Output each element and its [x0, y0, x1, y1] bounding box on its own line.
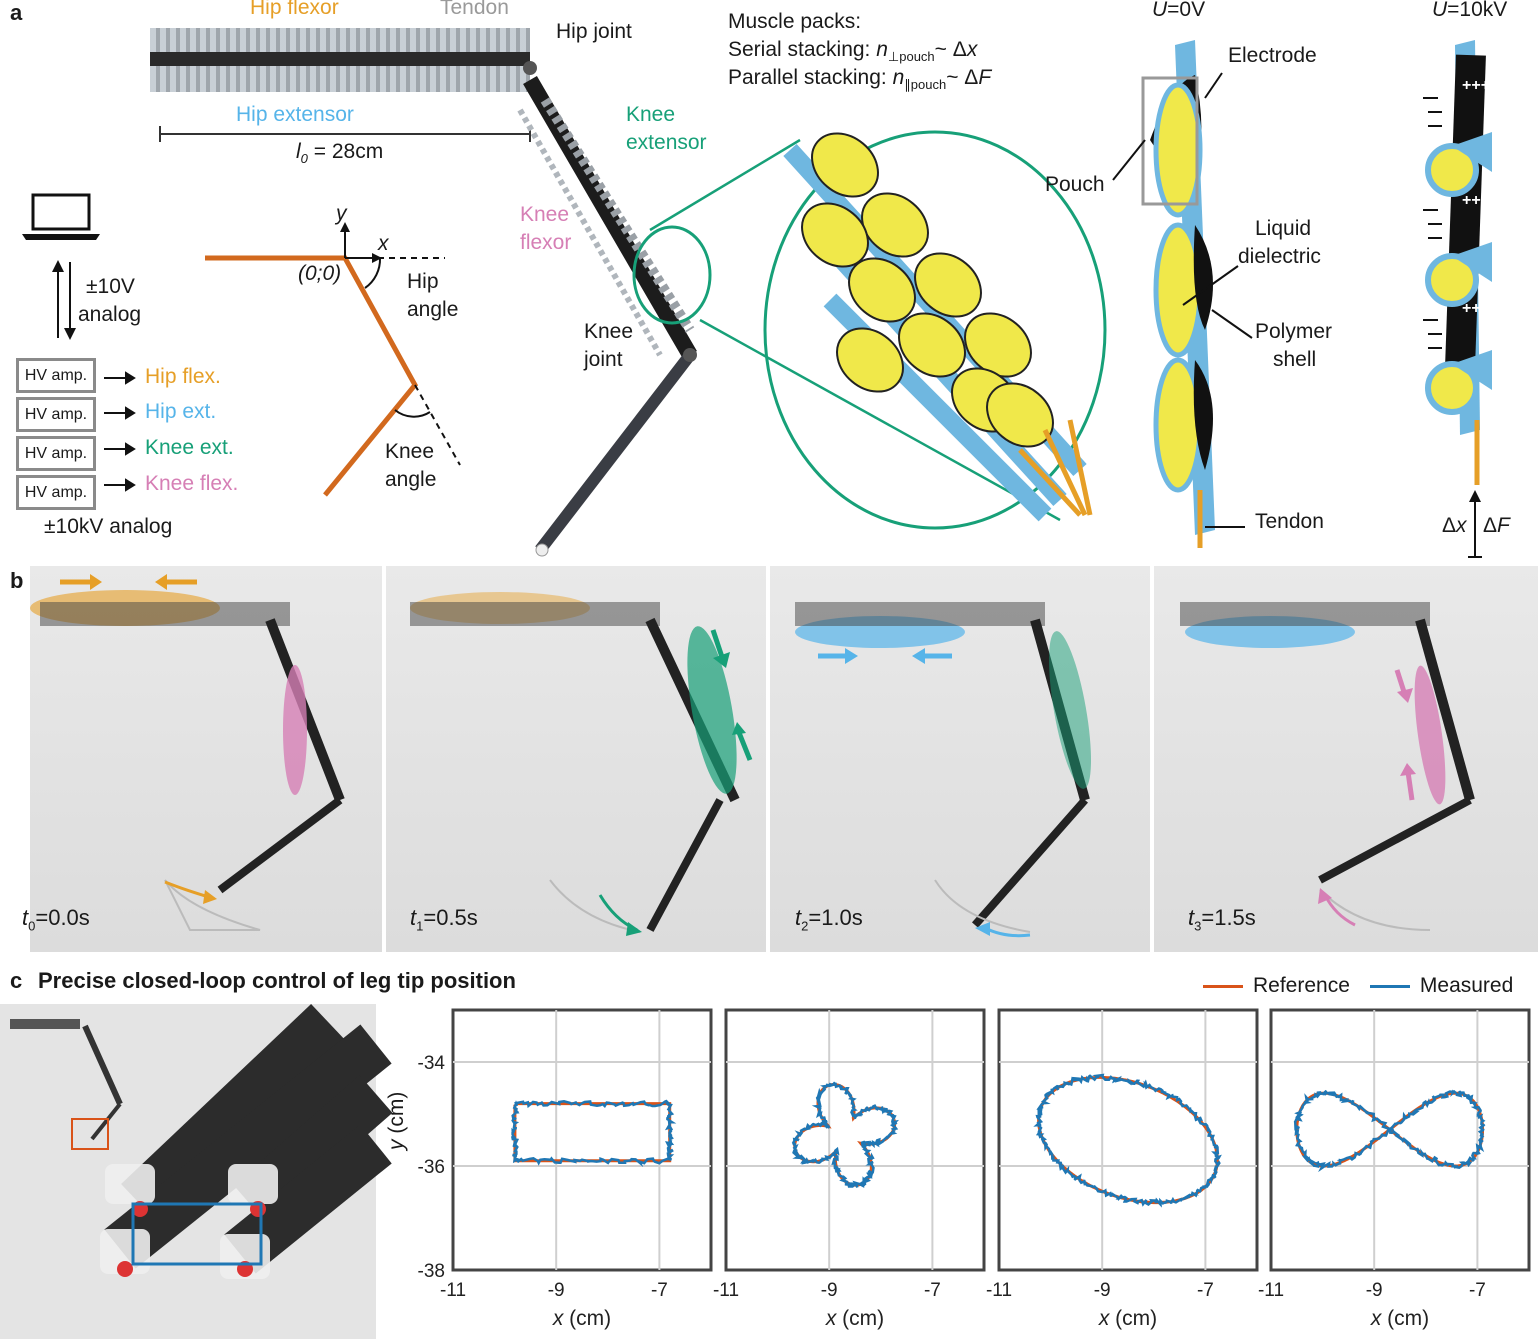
time-label-1: t1=0.5s — [410, 905, 478, 934]
chart-y-tick: -36 — [418, 1157, 445, 1178]
chart-x-label: x (cm) — [825, 1307, 884, 1330]
measured-trajectory-1 — [510, 1099, 677, 1168]
hv-analog-label: ±10kV analog — [44, 515, 173, 538]
chart-x-tick: -7 — [1197, 1280, 1214, 1301]
chart-frame-4 — [1269, 1008, 1531, 1272]
pouch-label: Pouch — [1045, 173, 1105, 196]
time-label-0: t0=0.0s — [22, 905, 90, 934]
panel-b-letter: b — [10, 568, 24, 593]
measured-trajectory-3 — [1033, 1073, 1222, 1208]
polymer-shell-label-2: shell — [1273, 348, 1317, 371]
tendon-top-label: Tendon — [440, 0, 509, 19]
chart-frame-3 — [997, 1008, 1259, 1272]
analog-label-1: ±10V — [86, 275, 135, 298]
muscle-packs-title: Muscle packs: — [728, 10, 862, 33]
chart-y-tick: -34 — [418, 1053, 446, 1074]
origin-label: (0;0) — [298, 262, 342, 285]
chart-x-tick: -9 — [821, 1280, 838, 1301]
panel-a-letter: a — [10, 0, 23, 25]
amp-hip-flex-label: Hip flex. — [145, 365, 221, 388]
knee-joint-label-2: joint — [584, 348, 623, 371]
time-label-2: t2=1.0s — [795, 905, 863, 934]
amp-knee-ext-label: Knee ext. — [145, 436, 234, 459]
chart-x-tick: -11 — [986, 1280, 1012, 1301]
panel-c-title: Precise closed-loop control of leg tip p… — [38, 968, 516, 993]
hip-rod — [150, 52, 530, 66]
panel-a-drawings — [22, 40, 1492, 558]
hv-amp-box-3: HV amp. — [16, 436, 96, 471]
chart-frame-1 — [451, 1008, 713, 1272]
legend-measured-label: Measured — [1419, 974, 1514, 997]
y-axis-label: y — [336, 202, 347, 225]
hip-joint-label: Hip joint — [556, 20, 632, 43]
amp-hip-ext-label: Hip ext. — [145, 400, 217, 423]
hip-angle-label-2: angle — [407, 298, 459, 321]
hv-amp-box-2: HV amp. — [16, 397, 96, 432]
legend-reference-swatch — [1203, 984, 1243, 988]
liquid-dielectric-label-1: Liquid — [1255, 217, 1312, 240]
measured-trajectory-4 — [1293, 1089, 1486, 1173]
chart-x-tick: -9 — [548, 1280, 565, 1301]
knee-extensor-label-1: Knee — [626, 103, 676, 126]
hv-amp-box-4: HV amp. — [16, 475, 96, 510]
knee-extensor-label-2: extensor — [626, 131, 707, 154]
chart-x-label: x (cm) — [1098, 1307, 1157, 1330]
electrode-label: Electrode — [1228, 44, 1317, 67]
x-axis-label: x — [378, 232, 389, 255]
knee-angle-label-1: Knee — [385, 440, 435, 463]
parallel-stacking-label: Parallel stacking: n∥pouch~ ΔF — [728, 66, 992, 93]
knee-angle-label-2: angle — [385, 468, 437, 491]
hip-flexor-label: Hip flexor — [250, 0, 339, 19]
df-label: ΔF — [1483, 514, 1510, 537]
y-axis-label-chart: y (cm) — [385, 1091, 408, 1150]
amp-stack: HV amp. HV amp. HV amp. HV amp. — [16, 358, 96, 510]
l0-label: l0 = 28cm — [296, 140, 384, 167]
amp-knee-flex-label: Knee flex. — [145, 472, 239, 495]
panel-b-drawings — [30, 574, 1475, 938]
knee-joint-label-1: Knee — [584, 320, 634, 343]
chart-x-tick: -11 — [1258, 1280, 1284, 1301]
chart-x-tick: -9 — [1094, 1280, 1111, 1301]
analog-label-2: analog — [78, 303, 142, 326]
legend: Reference Measured — [1203, 974, 1513, 998]
u-0v-label: U=0V — [1152, 0, 1206, 21]
chart-x-tick: -9 — [1366, 1280, 1383, 1301]
tendon-bottom-label: Tendon — [1255, 510, 1324, 533]
plus-signs-3: +++ — [1462, 300, 1491, 317]
legend-reference-label: Reference — [1253, 974, 1350, 997]
hip-extensor-label: Hip extensor — [236, 103, 354, 126]
chart-frame-2 — [724, 1008, 986, 1272]
chart-y-tick: -38 — [418, 1261, 445, 1282]
dx-label: Δx — [1442, 514, 1467, 537]
plus-signs-1: +++ — [1462, 77, 1491, 94]
hip-angle-label-1: Hip — [407, 270, 439, 293]
chart-x-tick: -7 — [924, 1280, 941, 1301]
chart-x-tick: -7 — [1469, 1280, 1486, 1301]
hv-amp-box-1: HV amp. — [16, 358, 96, 393]
liquid-dielectric-label-2: dielectric — [1238, 245, 1321, 268]
chart-x-tick: -11 — [440, 1280, 466, 1301]
time-label-3: t3=1.5s — [1188, 905, 1256, 934]
chart-x-label: x (cm) — [552, 1307, 611, 1330]
chart-x-tick: -7 — [651, 1280, 668, 1301]
u-10kv-label: U=10kV — [1432, 0, 1508, 21]
measured-trajectory-2 — [791, 1081, 900, 1189]
legend-measured-swatch — [1369, 984, 1410, 988]
plus-signs-2: +++ — [1462, 192, 1491, 209]
knee-flexor-label-1: Knee — [520, 203, 570, 226]
polymer-shell-label-1: Polymer — [1255, 320, 1333, 343]
knee-flexor-label-2: flexor — [520, 231, 572, 254]
leg-tip-photo-drawing — [10, 1004, 393, 1279]
panel-c-letter: c — [10, 968, 23, 993]
serial-stacking-label: Serial stacking: n⊥pouch~ Δx — [728, 38, 978, 65]
chart-x-label: x (cm) — [1370, 1307, 1429, 1330]
chart-x-tick: -11 — [713, 1280, 739, 1301]
